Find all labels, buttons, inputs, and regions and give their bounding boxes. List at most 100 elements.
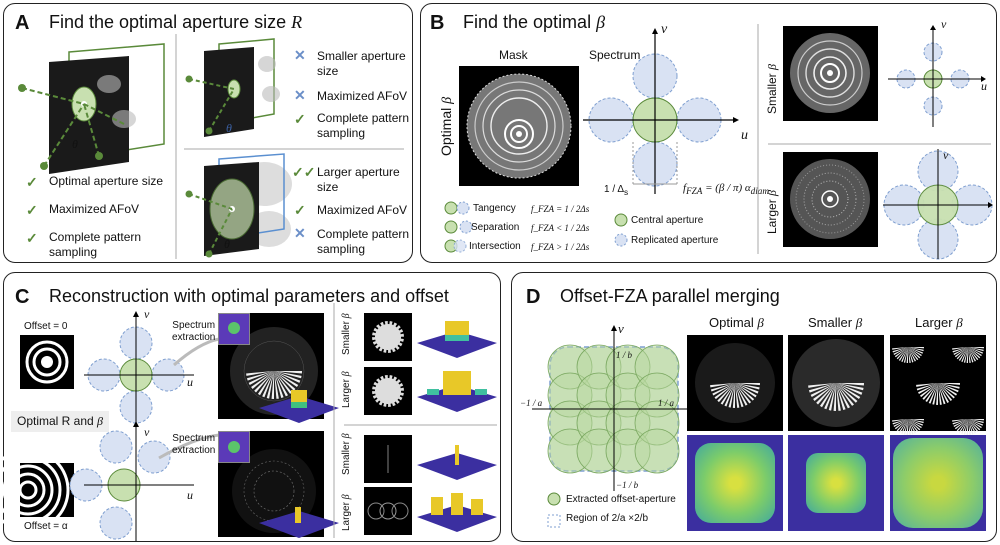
siemens-star-spoke — [898, 419, 908, 433]
siemens-star-spoke — [274, 371, 292, 394]
smaller-u-label: u — [981, 79, 987, 93]
optimal-r-beta-label: Optimal R and β — [11, 411, 110, 432]
siemens-star-spoke — [271, 371, 274, 399]
replicated-aperture-label: Replicated aperture — [631, 235, 719, 246]
siemens-star-spoke — [908, 419, 914, 435]
cross-icon: ✕ — [294, 225, 306, 241]
siemens-star-spoke — [728, 383, 735, 408]
extraction-inset-top — [218, 313, 250, 345]
merged-recon-smaller — [788, 335, 884, 431]
siemens-star-spoke — [968, 419, 976, 434]
rt-item-3: Complete pattern sampling — [317, 111, 410, 140]
legend-tangency: Tangency — [473, 203, 516, 214]
fza-equation: fFZA = (β / π) αdiam — [683, 182, 769, 197]
heatmap-blob — [695, 443, 775, 523]
rb-item-1: Larger aperture size — [317, 165, 400, 194]
siemens-star-spoke — [896, 419, 908, 432]
siemens-star-spoke — [720, 383, 735, 405]
siemens-star-spoke — [717, 383, 735, 403]
siemens-star-spoke — [908, 347, 916, 362]
recon-larger-beta-2 — [364, 487, 412, 535]
spectrum-larger — [883, 149, 993, 260]
siemens-star-spoke — [968, 419, 984, 424]
d-tick-left: −1 / a — [520, 398, 543, 408]
siemens-star-spoke — [735, 383, 759, 394]
siemens-star-spoke — [893, 419, 908, 427]
siemens-star-spoke — [966, 347, 968, 363]
spectrum-offset-zero — [84, 311, 220, 431]
surface-larger-2 — [417, 493, 497, 532]
siemens-star-spoke — [961, 347, 968, 363]
surface-plot-top — [259, 390, 339, 423]
mask-label: Mask — [499, 48, 528, 62]
siemens-star-spoke — [901, 347, 908, 363]
recon-larger-beta-1 — [364, 367, 412, 415]
siemens-star-spoke — [892, 419, 908, 422]
rt-item-2: Maximized AFoV — [317, 89, 408, 103]
merged-aperture-diagram — [532, 325, 698, 491]
check-icon: ✓ — [26, 174, 38, 190]
theta-label-top: θ — [226, 121, 232, 135]
smaller-v-label: v — [941, 17, 947, 31]
siemens-star-spoke — [968, 347, 984, 354]
siemens-star-spoke — [906, 347, 908, 363]
check-icon: ✓ — [26, 230, 38, 246]
left-item-1: Optimal aperture size — [49, 174, 164, 188]
inset-dot — [228, 322, 240, 334]
siemens-star-spoke — [714, 383, 735, 400]
panel-c-title: Reconstruction with optimal parameters a… — [49, 286, 449, 306]
siemens-star-spoke — [968, 347, 971, 363]
c-bottom-u-label: u — [187, 488, 193, 502]
siemens-star-spoke — [274, 371, 301, 383]
siemens-star-spoke — [968, 347, 974, 363]
spectrum-u-label: u — [741, 128, 748, 143]
siemens-star-spoke — [274, 371, 302, 374]
siemens-star-spoke — [936, 383, 938, 405]
siemens-star-spoke — [274, 371, 284, 399]
siemens-star-spoke — [836, 383, 854, 406]
extraction-inset-bottom — [218, 431, 250, 463]
siemens-star-spoke — [968, 347, 984, 349]
rt-item-1: Smaller aperture size — [317, 49, 406, 78]
siemens-star-spoke — [735, 383, 740, 408]
siemens-star-spoke — [828, 383, 836, 411]
panel-a-divider — [175, 34, 404, 259]
siemens-star-spoke — [836, 383, 850, 409]
siemens-star-spoke — [958, 347, 968, 361]
legend-icons — [444, 201, 473, 253]
c-smaller-label-2: Smaller β — [341, 433, 352, 475]
col-larger-title: Larger β — [915, 315, 963, 330]
legend-intersection-eq: f_FZA > 1 / 2Δs — [531, 242, 590, 252]
siemens-star-spoke — [824, 383, 836, 410]
siemens-star-spoke — [724, 383, 735, 407]
col-optimal-title: Optimal β — [709, 315, 764, 330]
siemens-star-spoke — [908, 419, 924, 426]
siemens-star-spoke — [938, 383, 949, 403]
siemens-star-spoke — [952, 419, 968, 425]
siemens-star-spoke — [925, 383, 938, 403]
siemens-star-spoke — [938, 383, 946, 405]
siemens-star-spoke — [908, 419, 916, 434]
recon-smaller-beta-1 — [364, 313, 412, 361]
siemens-star-spoke — [735, 383, 755, 401]
surface-smaller-2 — [417, 445, 497, 480]
siemens-star-spoke — [968, 419, 979, 433]
aperture-illustration-smaller — [185, 38, 280, 137]
double-check-icon: ✓✓ — [292, 164, 316, 180]
legend-separation-eq: f_FZA < 1 / 2Δs — [531, 223, 590, 233]
left-item-2: Maximized AFoV — [49, 202, 140, 216]
siemens-star-spoke — [918, 383, 938, 394]
siemens-star-spoke — [968, 347, 976, 362]
spectrum-smaller — [888, 25, 986, 127]
siemens-star-spoke — [813, 383, 836, 401]
heatmap-blob — [893, 438, 983, 528]
heatmap-smaller — [788, 435, 884, 531]
merged-recon-larger — [890, 335, 986, 435]
d-tick-bottom: −1 / b — [616, 480, 639, 490]
theta-label-left: θ — [72, 137, 78, 151]
siemens-star-spoke — [919, 383, 938, 398]
siemens-star-spoke — [908, 347, 922, 357]
legend-tangency-eq: f_FZA = 1 / 2Δs — [531, 204, 590, 214]
siemens-star-spoke — [892, 419, 908, 425]
c-larger-label-2: Larger β — [341, 494, 352, 531]
